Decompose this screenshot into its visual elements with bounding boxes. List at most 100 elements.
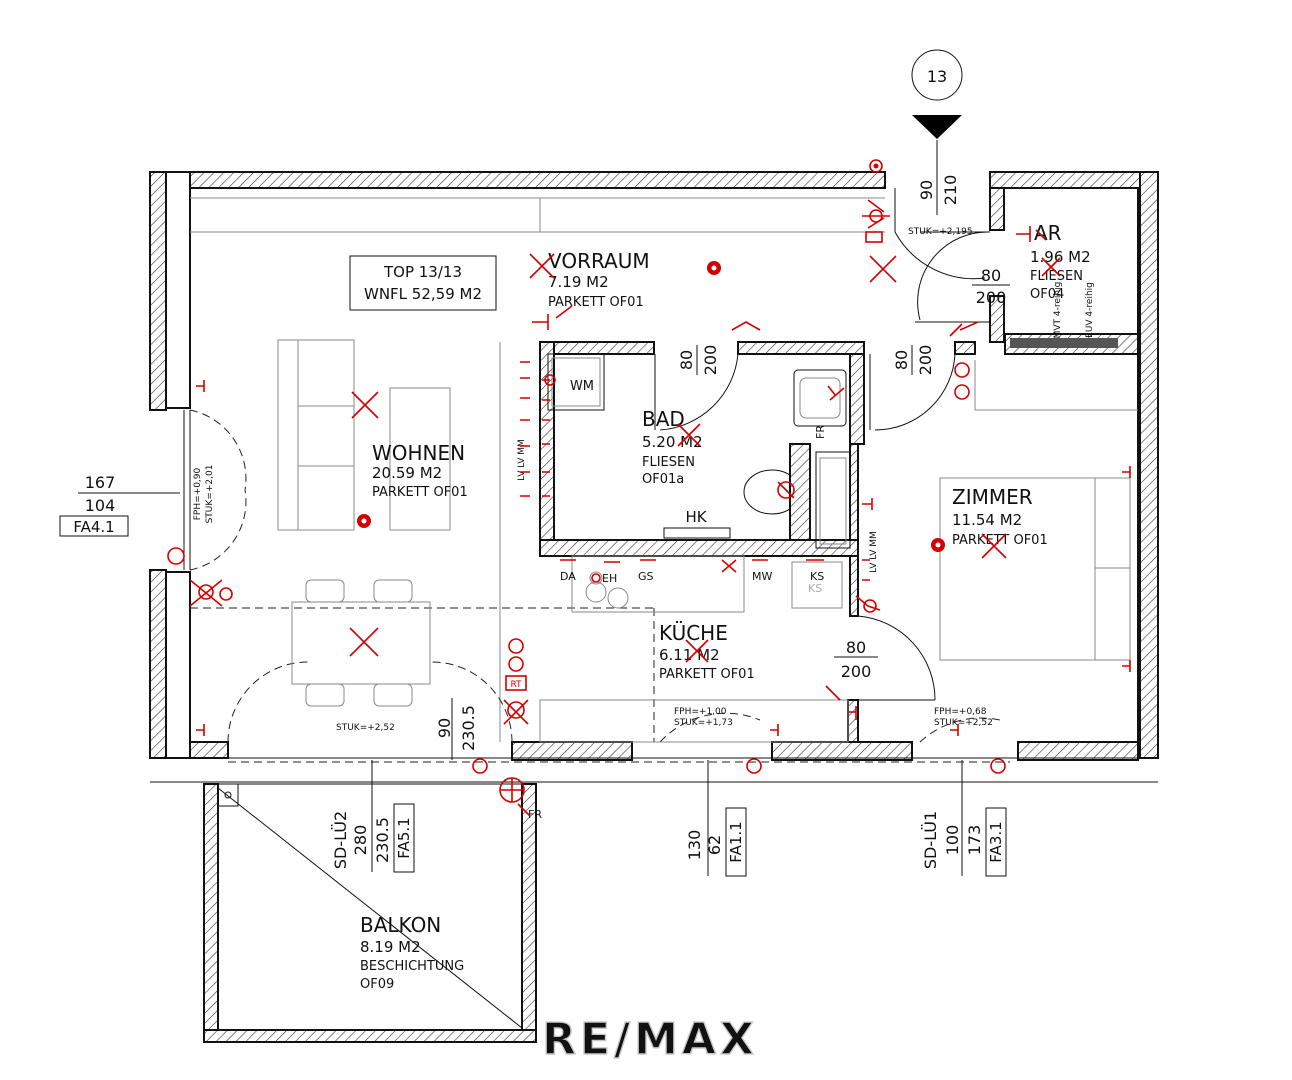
svg-text:VORRAUM: VORRAUM <box>548 249 650 273</box>
svg-text:BALKON: BALKON <box>360 913 441 937</box>
sofa <box>277 339 355 531</box>
svg-text:PARKETT OF01: PARKETT OF01 <box>659 667 755 682</box>
window-dim-left: 167 104 FA4.1 <box>59 473 180 537</box>
svg-text:SD-LÜ1: SD-LÜ1 <box>921 811 940 869</box>
svg-text:80: 80 <box>677 350 696 370</box>
exterior-walls <box>149 171 1159 783</box>
svg-text:5.20 M2: 5.20 M2 <box>642 433 703 451</box>
svg-text:FA4.1: FA4.1 <box>73 518 114 536</box>
svg-text:200: 200 <box>701 345 720 376</box>
svg-text:167: 167 <box>85 473 116 492</box>
svg-text:OF01a: OF01a <box>642 472 684 487</box>
section-marker: 13 <box>911 49 963 160</box>
unit-box: TOP 13/13 WNFL 52,59 M2 <box>349 255 497 311</box>
window-dim-balkon: SD-LÜ2 280 230.5 FA5.1 <box>331 760 415 873</box>
svg-text:200: 200 <box>916 345 935 376</box>
svg-text:90: 90 <box>435 718 454 738</box>
dining-table <box>291 601 431 685</box>
room-label-bad: BAD 5.20 M2 FLIESEN OF01a <box>642 407 703 487</box>
door-dim-zimmer: 80 200 <box>892 345 935 376</box>
ceiling-light-icon <box>349 627 379 657</box>
svg-text:BAD: BAD <box>642 407 685 431</box>
svg-text:STUK=+2,52: STUK=+2,52 <box>336 723 395 733</box>
svg-text:WOHNEN: WOHNEN <box>372 441 465 465</box>
svg-text:FPH=+1,00: FPH=+1,00 <box>674 707 727 717</box>
svg-text:PARKETT OF01: PARKETT OF01 <box>548 295 644 310</box>
svg-text:KÜCHE: KÜCHE <box>659 621 728 645</box>
room-label-vorraum: VORRAUM 7.19 M2 PARKETT OF01 <box>548 249 650 310</box>
washing-machine <box>547 353 605 411</box>
svg-text:STUK=+2,01: STUK=+2,01 <box>205 465 215 524</box>
window-dim-zimmer: SD-LÜ1 100 173 FA3.1 <box>921 760 1007 877</box>
fixture-tags: FR FR KS MVT 4-reihig EUV 4-reihig LV LV… <box>517 282 1095 821</box>
ceiling-light-icon <box>1041 257 1061 277</box>
svg-text:EUV 4-reihig: EUV 4-reihig <box>1085 282 1095 338</box>
svg-text:210: 210 <box>941 175 960 206</box>
room-label-zimmer: ZIMMER 11.54 M2 PARKETT OF01 <box>952 485 1048 548</box>
svg-text:EH: EH <box>602 572 617 585</box>
svg-text:80: 80 <box>846 638 866 657</box>
svg-text:MVT 4-reihig: MVT 4-reihig <box>1053 282 1063 339</box>
height-notes: STUK=+2,195 STUK=+2,52 FPH=+0,90 STUK=+2… <box>193 227 993 733</box>
svg-text:FA5.1: FA5.1 <box>395 817 413 858</box>
svg-text:TOP 13/13: TOP 13/13 <box>383 263 462 281</box>
switch-icon <box>167 199 1131 817</box>
door-dim-entrance: 90 210 <box>917 160 960 215</box>
svg-text:STUK=+1,73: STUK=+1,73 <box>674 718 733 728</box>
svg-text:200: 200 <box>841 662 872 681</box>
svg-text:FA1.1: FA1.1 <box>727 821 745 862</box>
svg-text:GS: GS <box>638 570 654 583</box>
svg-text:FR: FR <box>528 808 542 821</box>
svg-text:FA3.1: FA3.1 <box>987 821 1005 862</box>
furniture: WM HK <box>277 338 1131 743</box>
ceiling-light-icon <box>529 253 555 279</box>
svg-text:20.59 M2: 20.59 M2 <box>372 464 442 482</box>
svg-text:LV LV MM: LV LV MM <box>517 439 527 481</box>
sink <box>793 369 847 427</box>
room-label-wohnen: WOHNEN 20.59 M2 PARKETT OF01 <box>372 441 468 500</box>
bed <box>939 477 1131 661</box>
svg-text:KS: KS <box>808 582 822 595</box>
svg-text:230.5: 230.5 <box>459 705 478 751</box>
interior-walls <box>499 187 1139 743</box>
ceiling-light-icon <box>677 423 701 447</box>
svg-text:LV LV MM: LV LV MM <box>869 531 879 573</box>
svg-text:BESCHICHTUNG: BESCHICHTUNG <box>360 959 464 974</box>
svg-text:FR: FR <box>814 425 827 439</box>
svg-text:6.11 M2: 6.11 M2 <box>659 646 720 664</box>
svg-text:WNFL 52,59 M2: WNFL 52,59 M2 <box>364 285 482 303</box>
smoke-detector-icon <box>707 261 721 275</box>
wm-label: WM <box>570 379 594 394</box>
hk-label: HK <box>685 508 707 526</box>
smoke-detector-icon <box>357 514 371 528</box>
smoke-detector-icon <box>931 538 945 552</box>
room-label-balkon: BALKON 8.19 M2 BESCHICHTUNG OF09 <box>360 913 464 992</box>
door-dim-balkon: 90 230.5 <box>435 698 478 760</box>
section-marker-label: 13 <box>927 67 947 86</box>
svg-text:62: 62 <box>705 835 724 855</box>
svg-text:100: 100 <box>943 825 962 856</box>
svg-text:PARKETT OF01: PARKETT OF01 <box>372 485 468 500</box>
electrical-symbols: RT <box>167 159 1131 817</box>
svg-text:130: 130 <box>685 830 704 861</box>
svg-text:200: 200 <box>976 288 1007 307</box>
dashed-boundary <box>190 607 1010 763</box>
svg-text:OF09: OF09 <box>360 977 394 992</box>
rt-label: RT <box>510 680 522 690</box>
ceiling-light-icon <box>685 639 709 663</box>
svg-text:7.19 M2: 7.19 M2 <box>548 273 609 291</box>
svg-text:STUK=+2,52: STUK=+2,52 <box>934 718 993 728</box>
svg-text:80: 80 <box>981 266 1001 285</box>
svg-text:173: 173 <box>965 825 984 856</box>
svg-text:280: 280 <box>351 825 370 856</box>
svg-text:1.96 M2: 1.96 M2 <box>1030 248 1091 266</box>
svg-text:80: 80 <box>892 350 911 370</box>
svg-text:SD-LÜ2: SD-LÜ2 <box>331 811 350 869</box>
svg-text:MW: MW <box>752 570 772 583</box>
svg-text:FPH=+0,90: FPH=+0,90 <box>193 467 203 520</box>
svg-text:FLIESEN: FLIESEN <box>1030 269 1083 284</box>
svg-text:90: 90 <box>917 180 936 200</box>
ceiling-light-icon <box>869 255 897 283</box>
balcony <box>203 783 537 1043</box>
